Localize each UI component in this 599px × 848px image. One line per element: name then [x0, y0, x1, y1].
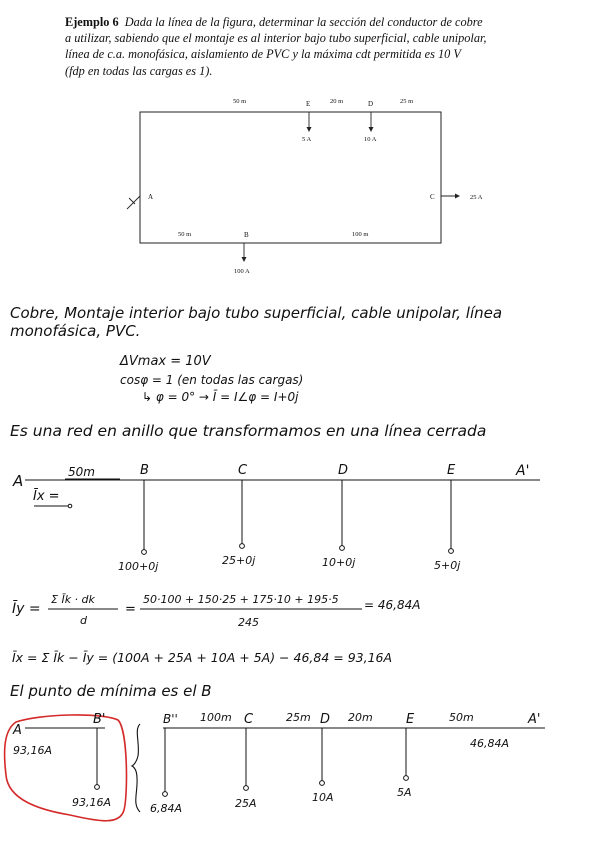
note-phi: ↳ φ = 0° → Ī = I∠φ = I+0j: [142, 390, 299, 404]
split-line-diagram: A B' 93,16A 93,16A B'' 100m C 25m D 20m …: [3, 711, 545, 822]
d1-length: 50m: [68, 465, 95, 479]
d1-node-a: A: [12, 472, 23, 490]
len-bottom-bc: 100 m: [352, 231, 368, 238]
d2-node-a-prime: A': [527, 712, 540, 727]
example-line-3: línea de c.a. monofásica, aislamiento de…: [65, 47, 461, 62]
d2-load-d: 10A: [312, 791, 334, 804]
d2-left-load: 93,16A: [72, 796, 111, 809]
d2-len-cd: 25m: [286, 711, 311, 724]
node-b: B: [244, 231, 249, 239]
len-top-ed: 20 m: [330, 98, 343, 105]
len-top-ae: 50 m: [233, 98, 246, 105]
eq-iy-den-frac: d: [80, 614, 88, 627]
example-line-4: (fdp en todas las cargas es 1).: [65, 63, 213, 78]
d2-left-node-b-prime: B': [93, 712, 106, 727]
d2-left-current: 93,16A: [13, 744, 52, 757]
minimum-point-text: El punto de mínima es el B: [10, 682, 212, 700]
example-label: Ejemplo 6: [65, 15, 119, 29]
d2-node-d: D: [320, 712, 330, 727]
d2-len-ea: 50m: [449, 711, 474, 724]
d1-node-d: D: [338, 463, 348, 478]
d1-node-c: C: [238, 463, 248, 478]
d2-left-node-a: A: [12, 723, 22, 738]
load-e: 5 A: [302, 136, 312, 143]
d2-load-c: 25A: [235, 797, 257, 810]
len-top-dc: 25 m: [400, 98, 413, 105]
ring-figure: 50 m 20 m 25 m E 5 A D 10 A A C 25 A 50 …: [126, 98, 483, 275]
d2-len-bc: 100m: [200, 711, 232, 724]
d1-node-a-prime: A': [515, 463, 529, 479]
eq-iy-den-val: 245: [238, 616, 259, 629]
note-cos: cosφ = 1 (en todas las cargas): [120, 373, 304, 387]
node-c: C: [430, 193, 435, 201]
d1-node-e: E: [447, 463, 456, 478]
d2-load-b: 6,84A: [150, 802, 182, 815]
note-ring: Es una red en anillo que transformamos e…: [10, 422, 487, 440]
node-a: A: [148, 193, 153, 201]
d2-load-e: 5A: [397, 786, 412, 799]
len-bottom-ab: 50 m: [178, 231, 191, 238]
load-b: 100 A: [234, 268, 250, 275]
highlight-circle: [3, 714, 128, 822]
load-d: 10 A: [364, 136, 377, 143]
d1-node-b: B: [140, 463, 149, 478]
load-c: 25 A: [470, 194, 483, 201]
note-line-1: Cobre, Montaje interior bajo tubo superf…: [10, 304, 503, 322]
node-e: E: [306, 100, 310, 108]
example-line-1: Dada la línea de la figura, determinar l…: [124, 15, 483, 29]
d1-load-d: 10+0j: [322, 556, 356, 569]
d2-node-e: E: [406, 712, 415, 727]
d1-load-e: 5+0j: [434, 559, 461, 572]
example-statement: Ejemplo 6 Dada la línea de la figura, de…: [65, 14, 487, 79]
svg-text:=: =: [125, 602, 136, 617]
d2-node-c: C: [244, 712, 254, 727]
eq-ix: Īx = Σ Īk − Īy = (100A + 25A + 10A + 5A)…: [12, 650, 392, 665]
d1-ix-label: Īx =: [33, 489, 60, 504]
d1-load-b: 100+0j: [118, 560, 159, 573]
node-d: D: [368, 100, 373, 108]
note-line-2: monofásica, PVC.: [10, 322, 141, 340]
note-dv: ΔVmax = 10V: [120, 354, 211, 369]
open-line-diagram: A A' 50m Īx = B 100+0j C 25+0j D 10+0j E…: [12, 463, 540, 573]
eq-iy-num-frac: Σ Īk · dk: [51, 593, 96, 606]
d1-load-c: 25+0j: [222, 554, 256, 567]
eq-iy-num-val: 50·100 + 150·25 + 175·10 + 195·5: [143, 593, 339, 606]
d2-right-node-b-dprime: B'': [163, 712, 178, 726]
d2-len-de: 20m: [348, 711, 373, 724]
eq-iy-lhs: Īy =: [12, 600, 41, 617]
d2-right-current: 46,84A: [470, 737, 509, 750]
example-line-2: a utilizar, sabiendo que el montaje es a…: [65, 31, 487, 46]
eq-iy-result: = 46,84A: [364, 598, 420, 612]
equations: Īy = Σ Īk · dk d = 50·100 + 150·25 + 175…: [12, 593, 420, 665]
